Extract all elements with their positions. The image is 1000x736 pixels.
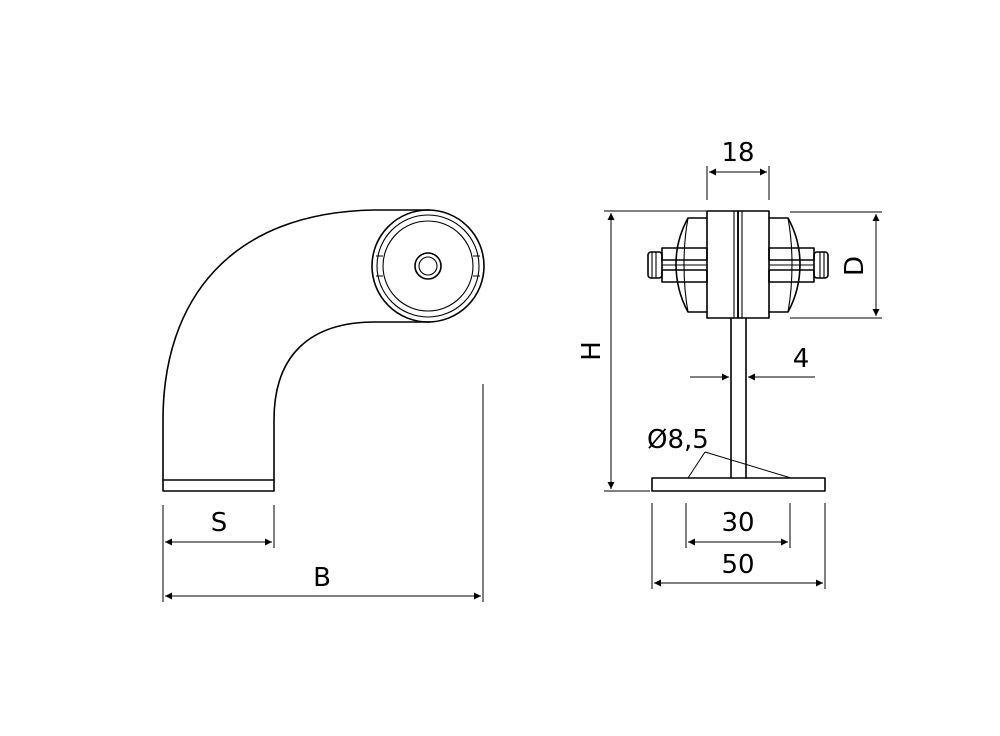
end-cap-inner-ring	[382, 220, 474, 312]
elbow-side-view	[162, 209, 485, 492]
dimension-b-label: B	[313, 563, 331, 593]
dimension-18: 18	[706, 138, 770, 200]
dimension-4: 4	[690, 344, 815, 381]
dimension-18-label: 18	[721, 138, 754, 168]
dimension-30-label: 30	[721, 508, 754, 538]
bolt-hole-inner	[418, 256, 438, 276]
dimension-30: 30	[685, 503, 791, 548]
end-cap-middle-ring	[376, 214, 480, 318]
left-nut-assembly	[647, 217, 708, 313]
dimension-50: 50	[651, 503, 826, 589]
elbow-foot-plate	[162, 479, 275, 492]
end-cap-outer-ring	[371, 209, 485, 323]
elbow-inner-contour	[273, 321, 431, 481]
right-nut-assembly	[768, 217, 829, 313]
hole-diameter-label: Ø8,5	[647, 425, 709, 455]
dimension-d-label: D	[840, 256, 870, 276]
clamp-block-right	[737, 210, 770, 319]
dimension-s-label: S	[211, 508, 228, 538]
dimension-s: S	[162, 505, 275, 548]
base-plate	[651, 477, 826, 492]
dimension-50-label: 50	[721, 550, 754, 580]
elbow-outer-contour	[162, 209, 431, 481]
dimension-4-label: 4	[793, 344, 810, 374]
hole-diameter-callout: Ø8,5	[647, 425, 792, 479]
clamp-block-left	[706, 210, 739, 319]
dimension-h-label: H	[577, 341, 607, 361]
dimension-d: D	[790, 211, 882, 319]
end-cap-notches	[376, 255, 480, 277]
bracket-front-view	[647, 210, 829, 492]
bolt-hole-outer	[414, 252, 442, 280]
dimension-h: H	[577, 210, 707, 492]
dimension-b: B	[162, 384, 484, 602]
